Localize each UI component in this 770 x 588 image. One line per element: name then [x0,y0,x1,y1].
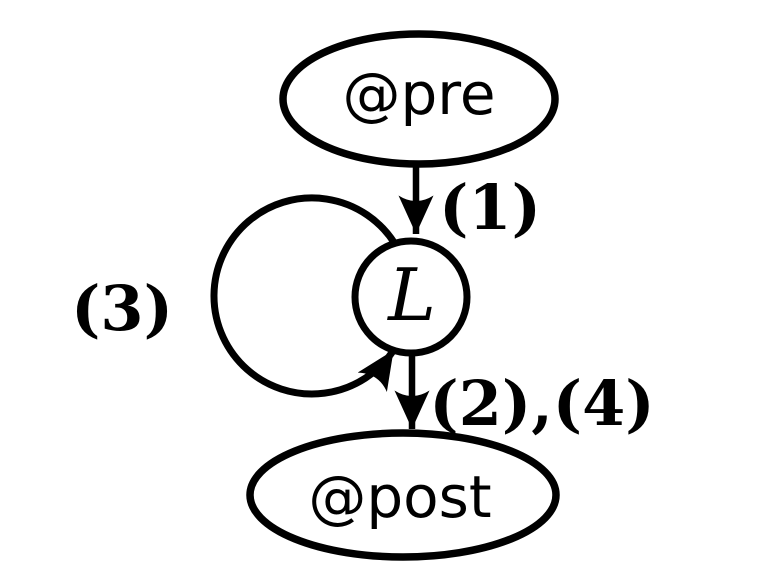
edge-self-loop-path [210,194,398,398]
node-l-circle [351,237,471,357]
node-post-label: @post [308,463,491,531]
edge-pre-to-l-label: (1) [439,171,541,244]
node-l-label: L [386,253,436,337]
edge-l-to-post-label: (2),(4) [429,367,654,440]
edge-self-loop-label: (3) [71,272,173,345]
node-pre: @pre [279,30,559,168]
node-post-ellipse [246,429,560,561]
node-post: @post [246,429,560,561]
node-pre-ellipse [279,30,559,168]
node-pre-label: @pre [342,60,495,128]
node-l: L [351,237,471,357]
